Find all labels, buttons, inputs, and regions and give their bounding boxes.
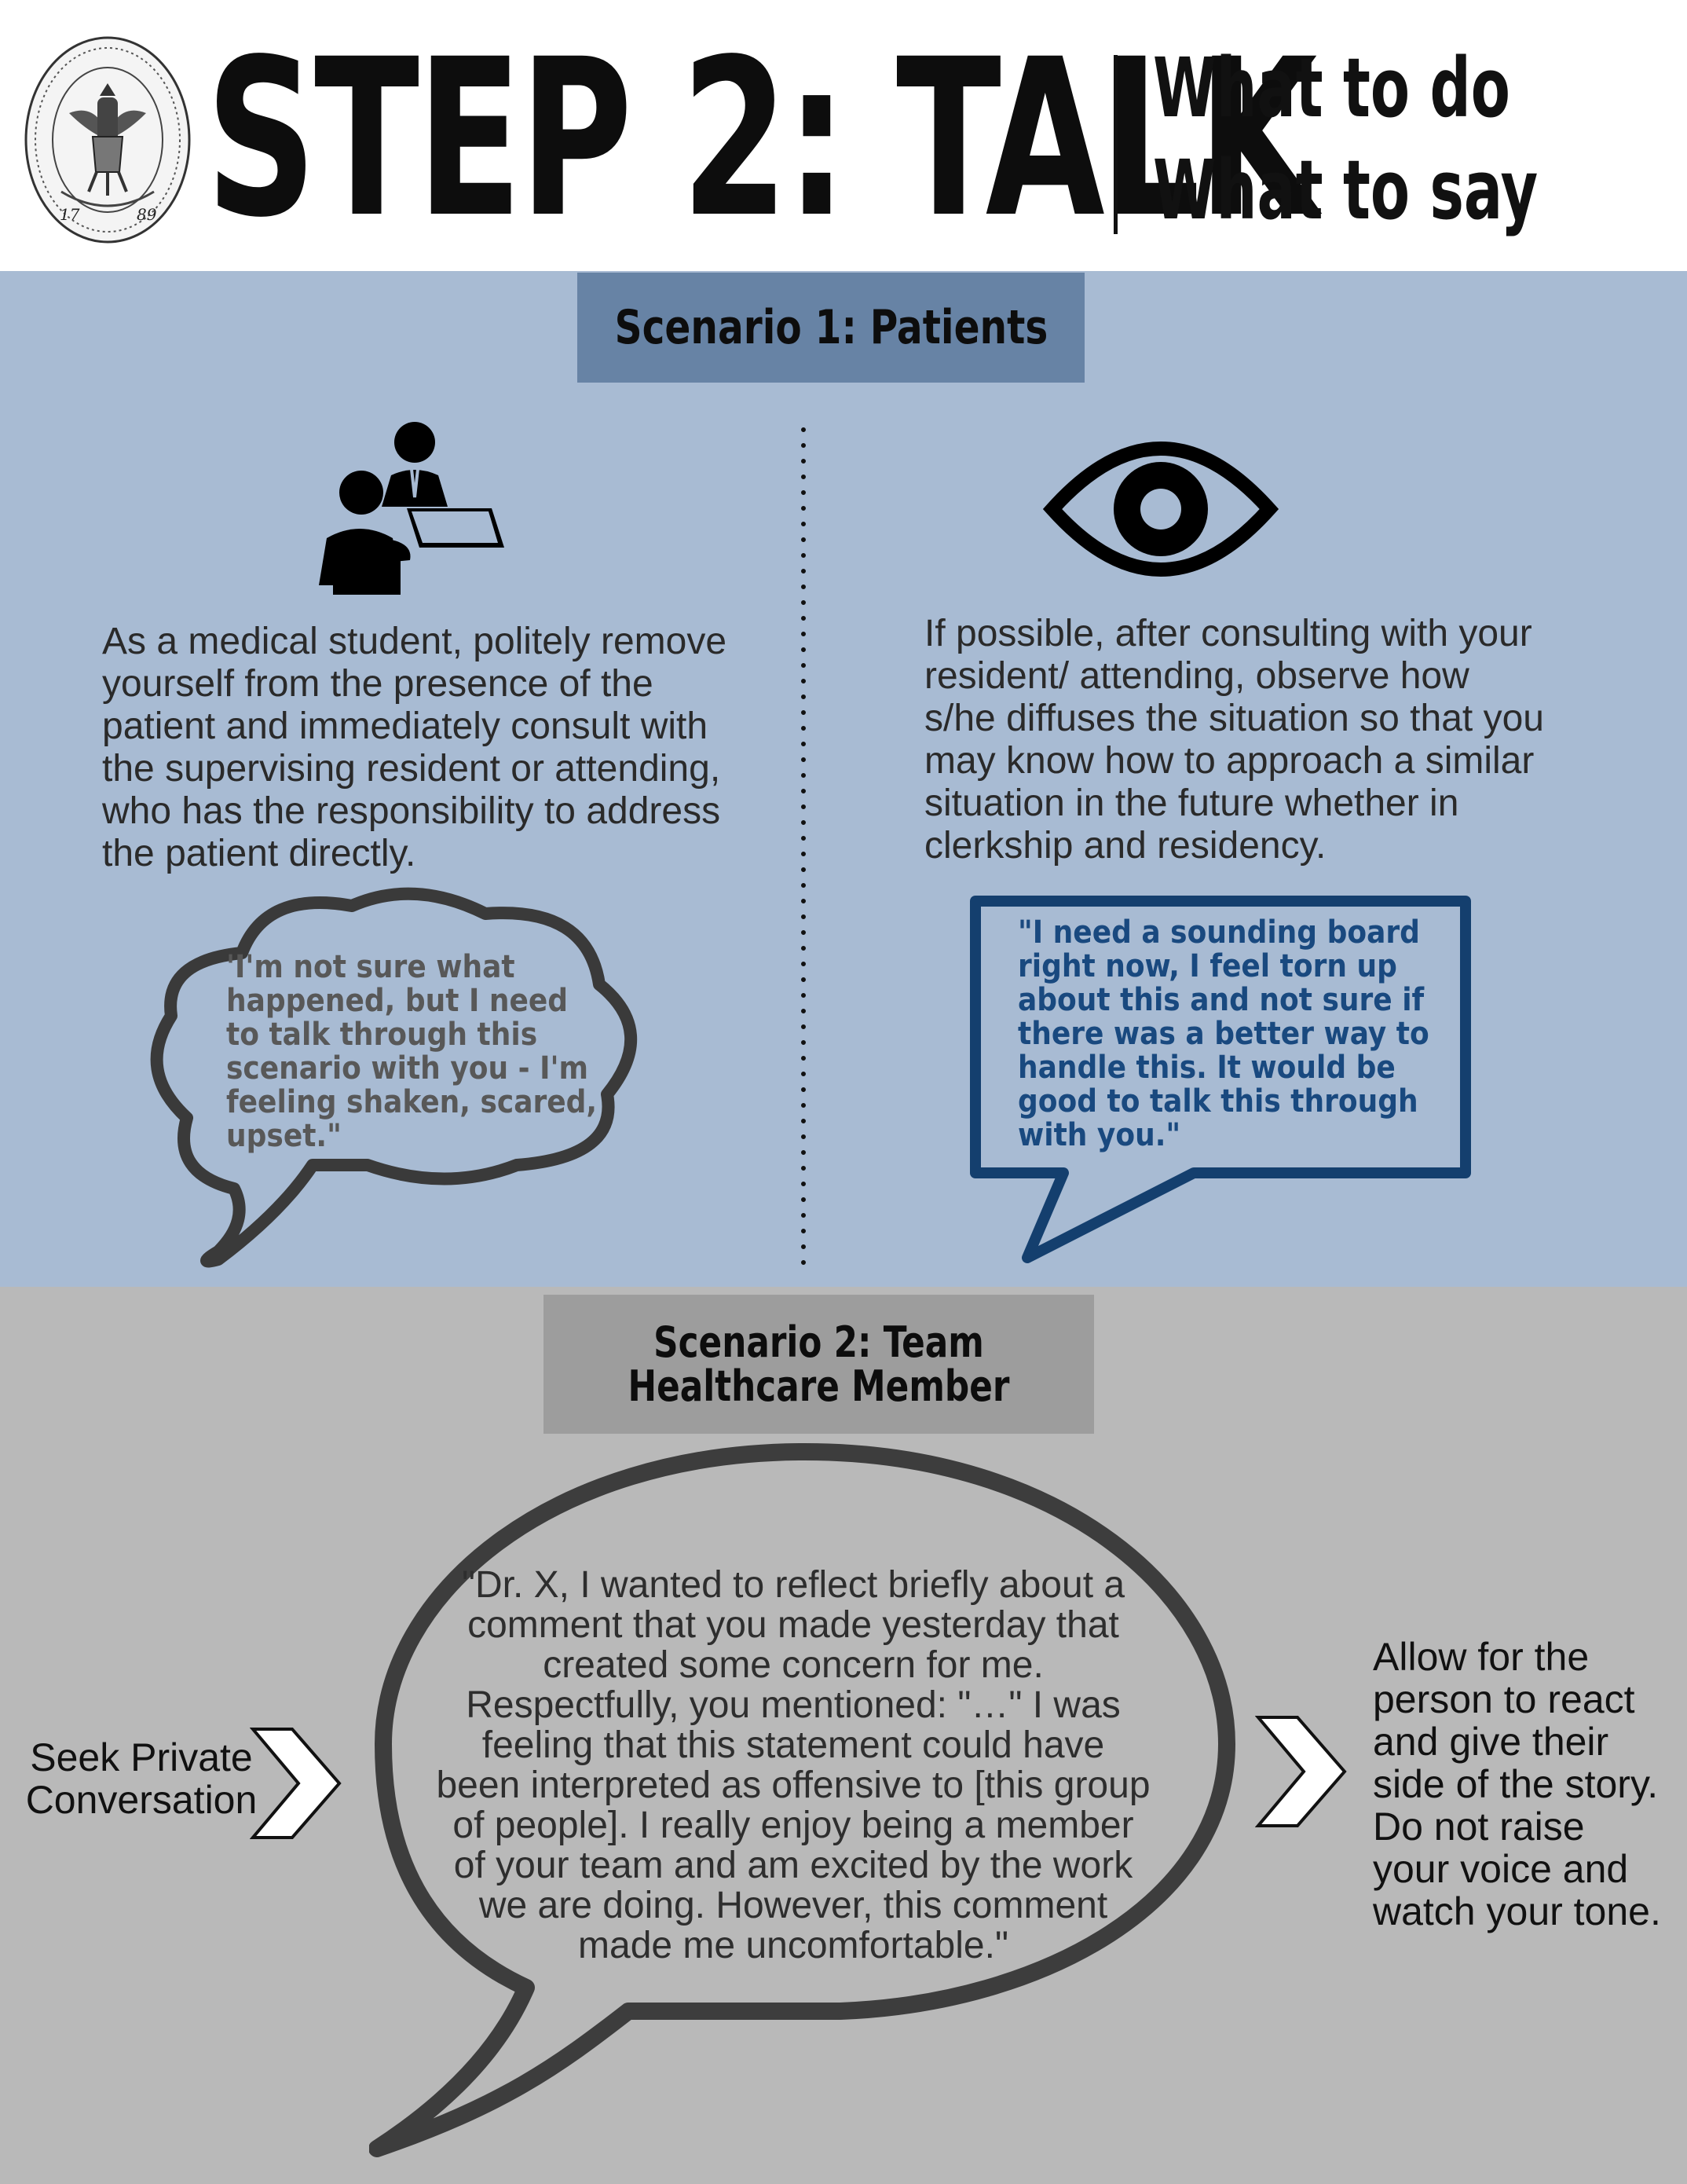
speech-box-bubble	[970, 896, 1471, 1263]
scenario1-resident-quote: "I need a sounding board right now, I fe…	[1018, 914, 1429, 1153]
university-seal-icon: 17 89	[24, 36, 191, 244]
consultation-icon	[319, 422, 504, 595]
scenario1-heading-text: Scenario 1: Patients	[614, 300, 1048, 355]
step-allow-reaction: Allow for the person to react and give t…	[1373, 1635, 1661, 1933]
scenario2-quote: "Dr. X, I wanted to reflect briefly abou…	[436, 1564, 1151, 1966]
scenario1-section	[0, 271, 1687, 1287]
scenario2-heading-text: Scenario 2: Team Healthcare Member	[628, 1317, 1010, 1411]
scenario1-patient-quote: 'I'm not sure what happened, but I need …	[226, 949, 598, 1154]
scenario1-heading: Scenario 1: Patients	[577, 273, 1085, 383]
chevron-right-icon	[250, 1728, 342, 1839]
subtitle-what-to-say: What to say	[1153, 142, 1539, 238]
chevron-right-icon	[1255, 1716, 1347, 1827]
scenario1-right-instruction: If possible, after consulting with your …	[924, 613, 1544, 867]
seal-year-right: 89	[137, 205, 157, 224]
subtitle-what-to-do: What to do	[1153, 40, 1510, 136]
page-title: STEP 2: TALK	[206, 13, 1317, 266]
seal-year-left: 17	[60, 205, 80, 224]
scenario1-left-instruction: As a medical student, politely remove yo…	[102, 621, 727, 874]
oval-speech-bubble	[369, 1443, 1235, 2157]
thought-cloud-bubble	[150, 887, 637, 1268]
step-seek-private-conversation: Seek Private Conversation	[25, 1735, 258, 1822]
dotted-divider	[801, 427, 806, 1265]
title-divider	[1114, 55, 1118, 234]
header	[0, 0, 1687, 271]
scenario2-heading: Scenario 2: Team Healthcare Member	[543, 1295, 1094, 1434]
eye-icon	[1043, 442, 1279, 577]
